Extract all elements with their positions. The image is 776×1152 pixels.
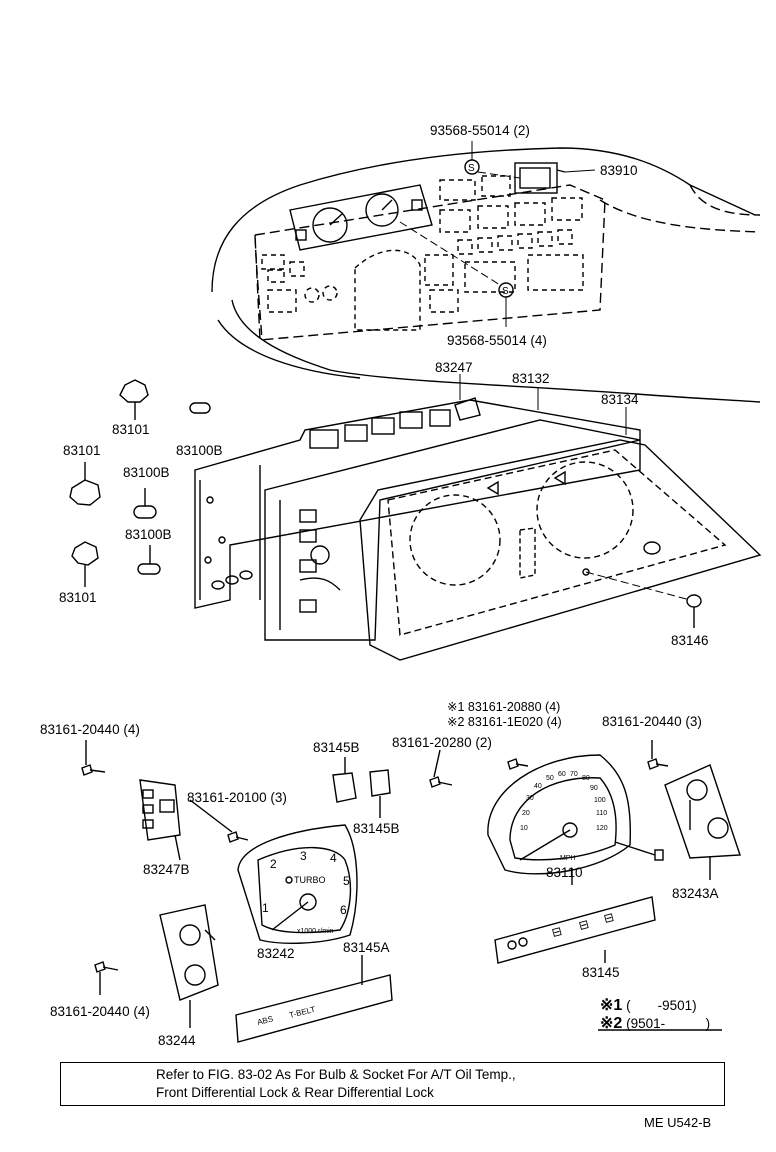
label-83134: 83134 <box>601 392 639 407</box>
leader-lines-top <box>399 141 596 327</box>
dashboard-openings <box>261 175 584 331</box>
speedo-unit-text: MPH <box>560 855 576 862</box>
socket-83101-a <box>119 379 149 420</box>
label-83161-1E020: ※2 83161-1E020 (4) <box>447 715 562 729</box>
label-83101-b: 83101 <box>63 443 101 458</box>
cluster-housing-83247 <box>194 397 641 609</box>
note-line-2: Front Differential Lock & Rear Different… <box>156 1085 434 1100</box>
cluster-lens-83134 <box>359 439 762 661</box>
bulb-83100B-b <box>133 488 157 519</box>
screw-83161-20100 <box>189 799 249 843</box>
label-83161-20440-left: 83161-20440 (4) <box>40 722 140 737</box>
label-83145: 83145 <box>582 965 620 980</box>
label-83100B-b: 83100B <box>123 465 170 480</box>
speedo-tick-90: 90 <box>590 785 598 792</box>
speedo-tick-50: 50 <box>546 775 554 782</box>
label-83146: 83146 <box>671 633 709 648</box>
lens-83145B-b <box>369 769 391 818</box>
speedo-tick-110: 110 <box>596 810 607 817</box>
legend-range-2: (9501- ) <box>626 1016 711 1031</box>
label-83101-c: 83101 <box>59 590 97 605</box>
screw-83161-20440-right <box>647 740 669 770</box>
circuit-83247B <box>139 779 181 861</box>
svg-text:⊟: ⊟ <box>602 910 615 926</box>
label-83161-20440-bottom: 83161-20440 (4) <box>50 1004 150 1019</box>
label-83100B-c: 83100B <box>125 527 172 542</box>
label-83242: 83242 <box>257 946 295 961</box>
panel-tbelt-text: T-BELT <box>288 1005 316 1020</box>
label-83132: 83132 <box>512 371 550 386</box>
circuit-plate-83132 <box>264 419 641 641</box>
tach-unit-text: x1000 r/min <box>297 928 334 935</box>
dashboard-outline <box>211 147 761 403</box>
speedo-tick-120: 120 <box>596 825 608 832</box>
legend-row-2: ※2 (9501- ) <box>600 1012 710 1033</box>
relay-83910 <box>514 162 566 194</box>
screw-83161-20440-left <box>81 740 106 776</box>
screw-83161-20280 <box>429 749 453 788</box>
bulb-83100B-a <box>189 402 211 414</box>
svg-text:⊟: ⊟ <box>550 924 563 940</box>
speedo-tick-10: 10 <box>520 825 528 832</box>
label-83101-a: 83101 <box>112 422 150 437</box>
bulb-83100B-c <box>137 545 161 575</box>
indicator-panel-83145: ⊟ ⊟ ⊟ <box>494 896 656 964</box>
svg-text:S: S <box>502 286 509 297</box>
reference-note-box: Refer to FIG. 83-02 As For Bulb & Socket… <box>60 1062 725 1106</box>
speedo-tick-30: 30 <box>526 795 534 802</box>
speedo-tick-60: 60 <box>558 771 566 778</box>
speedo-tick-80: 80 <box>582 775 590 782</box>
gauge-83244 <box>159 904 219 1028</box>
socket-83101-c <box>71 541 99 587</box>
tach-tick-6: 6 <box>340 903 347 917</box>
svg-text:S: S <box>468 163 475 174</box>
tach-tick-1: 1 <box>262 901 269 915</box>
leader-lines-cluster <box>459 374 691 601</box>
grommet-83146 <box>686 594 702 628</box>
label-83161-20100: 83161-20100 (3) <box>187 790 287 805</box>
label-83110: 83110 <box>546 865 583 880</box>
label-83145B-bottom: 83145B <box>353 821 400 836</box>
label-83100B-a: 83100B <box>176 443 223 458</box>
label-83161-20880: ※1 83161-20880 (4) <box>447 700 561 714</box>
label-83247B: 83247B <box>143 862 190 877</box>
label-93568-55014-top: 93568-55014 (2) <box>430 123 530 138</box>
note-line-1: Refer to FIG. 83-02 As For Bulb & Socket… <box>156 1067 516 1082</box>
speedo-tick-40: 40 <box>534 783 542 790</box>
speedo-tick-20: 20 <box>522 810 530 817</box>
speedometer-83110: 10 20 30 40 50 60 70 80 90 100 110 120 M… <box>487 754 664 885</box>
tach-tick-4: 4 <box>330 851 337 865</box>
label-83910: 83910 <box>600 163 638 178</box>
tachometer-83242: 3 2 1 4 5 6 TURBO x1000 r/min <box>237 824 358 944</box>
label-83247: 83247 <box>435 360 473 375</box>
screw-83161-right-speedo <box>507 758 529 770</box>
legend-row-1: ※1 ( -9501) <box>600 994 697 1015</box>
speedo-tick-100: 100 <box>594 797 606 804</box>
legend-mark-2: ※2 <box>600 1015 623 1032</box>
tach-tick-3: 3 <box>300 849 307 863</box>
indicator-panel-83145A: ABS T-BELT <box>235 955 393 1043</box>
legend-range-1: ( -9501) <box>626 998 697 1013</box>
label-83161-20440-right: 83161-20440 (3) <box>602 714 702 729</box>
label-83145B-top: 83145B <box>313 740 360 755</box>
label-83145A: 83145A <box>343 940 390 955</box>
tach-turbo-text: TURBO <box>294 875 326 885</box>
tach-tick-5: 5 <box>343 874 350 888</box>
label-93568-55014-mid: 93568-55014 (4) <box>447 333 547 348</box>
label-83243A: 83243A <box>672 886 719 901</box>
dash-cluster-preview <box>289 184 433 251</box>
lens-83145B-a <box>332 757 357 803</box>
diagram-code: ME U542-B <box>644 1115 712 1130</box>
legend-mark-1: ※1 <box>600 997 623 1014</box>
panel-abs-text: ABS <box>256 1014 274 1027</box>
tach-tick-2: 2 <box>270 857 277 871</box>
label-83244: 83244 <box>158 1033 196 1048</box>
label-83161-20280: 83161-20280 (2) <box>392 735 492 750</box>
speedo-tick-70: 70 <box>570 771 578 778</box>
screw-83161-20440-bottom <box>94 961 119 995</box>
socket-83101-b <box>69 462 101 506</box>
gauge-83243A <box>664 764 741 880</box>
svg-text:⊟: ⊟ <box>577 917 590 933</box>
